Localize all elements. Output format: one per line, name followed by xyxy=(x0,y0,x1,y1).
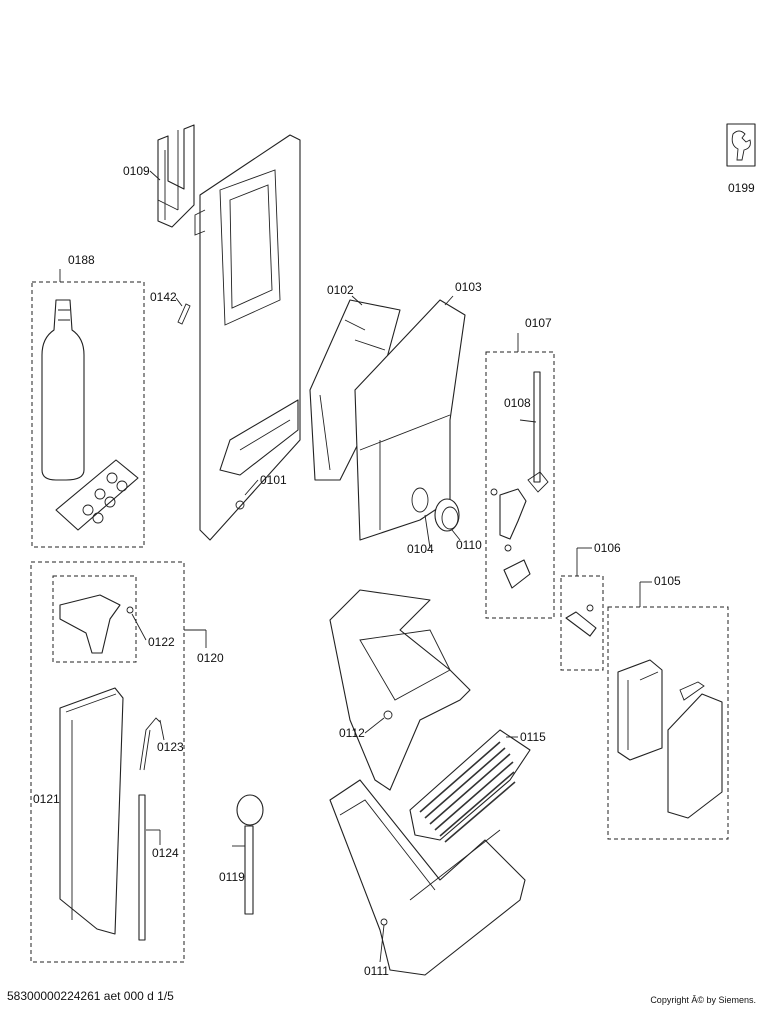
copyright-notice: Copyright Â© by Siemens. xyxy=(650,995,756,1005)
lid-0122 xyxy=(59,594,134,654)
part-label-0107: 0107 xyxy=(525,316,552,330)
control-module-0105 xyxy=(617,659,723,819)
part-label-0119: 0119 xyxy=(219,870,245,884)
part-label-0120: 0120 xyxy=(197,651,224,665)
document-id: 58300000224261 aet 000 d 1/5 xyxy=(7,989,174,1003)
part-label-0142: 0142 xyxy=(150,290,177,304)
part-label-0106: 0106 xyxy=(594,541,621,555)
drip-tray-grid-0115 xyxy=(409,729,531,843)
housing-0103 xyxy=(354,299,466,541)
part-label-0199: 0199 xyxy=(728,181,755,195)
group-box-0105 xyxy=(607,606,729,840)
drawer-0112 xyxy=(329,589,471,791)
part-label-0109: 0109 xyxy=(123,164,150,178)
connector-0123 xyxy=(139,717,161,771)
drip-tray-0111 xyxy=(329,779,526,976)
knob-0110 xyxy=(434,498,460,532)
tube-0124 xyxy=(138,794,146,941)
part-label-0105: 0105 xyxy=(654,574,681,588)
bracket-0109 xyxy=(157,124,195,228)
tool-symbol-0199 xyxy=(726,123,756,167)
milk-container-0121 xyxy=(59,687,124,935)
part-label-0102: 0102 xyxy=(327,283,354,297)
part-label-0122: 0122 xyxy=(148,635,175,649)
part-label-0123: 0123 xyxy=(157,740,184,754)
part-label-0115: 0115 xyxy=(520,730,546,744)
cleaning-tablets-pack xyxy=(55,459,139,531)
part-label-0108: 0108 xyxy=(504,396,531,410)
group-box-0188 xyxy=(31,281,145,548)
valve-parts xyxy=(490,488,531,589)
part-label-0104: 0104 xyxy=(407,542,434,556)
group-box-0120 xyxy=(30,561,185,963)
part-label-0124: 0124 xyxy=(152,846,179,860)
part-label-0110: 0110 xyxy=(456,538,482,552)
group-box-0122 xyxy=(52,575,137,663)
back-panel xyxy=(194,134,301,541)
descaler-bottle xyxy=(41,299,85,481)
rod-0108 xyxy=(519,371,549,493)
part-label-0188: 0188 xyxy=(68,253,95,267)
part-label-0111: 0111 xyxy=(364,964,389,978)
sensor-0106 xyxy=(565,604,597,637)
clip-0142 xyxy=(177,303,191,325)
group-box-0106 xyxy=(560,575,604,671)
part-label-0101: 0101 xyxy=(260,473,287,487)
part-label-0103: 0103 xyxy=(455,280,482,294)
part-label-0121: 0121 xyxy=(33,792,60,806)
group-box-0107 xyxy=(485,351,555,619)
measuring-spoon-0119 xyxy=(236,794,264,915)
part-label-0112: 0112 xyxy=(339,726,365,740)
